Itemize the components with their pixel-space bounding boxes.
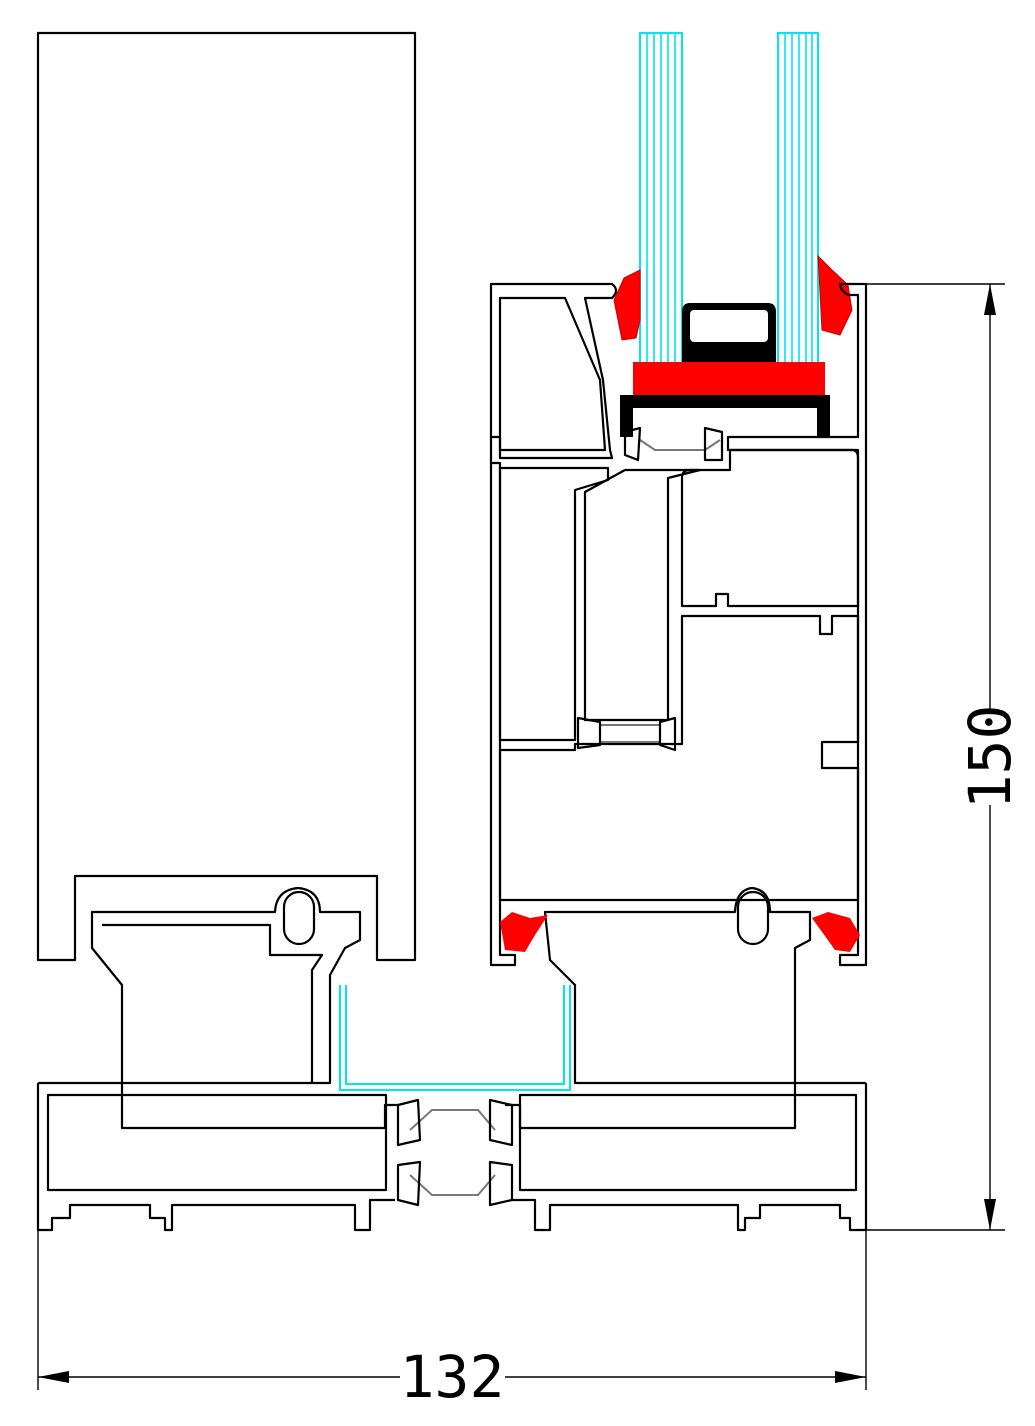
sash-chamber-right-top [680,448,860,608]
sill-insert [339,985,571,1091]
glass-pane-outer [777,32,819,364]
height-dimension: 150 [866,283,1024,1231]
track-chamber-right [518,1093,858,1192]
width-dimension: 132 [37,1230,867,1411]
left-sash-inner [102,923,324,1083]
left-panel-outline [36,31,417,962]
sash-frame-outline [489,282,868,967]
sash-bottom-rail [543,886,812,1085]
width-dimension-label: 132 [400,1343,505,1411]
thermal-break-upper [639,439,721,451]
glazing-bead-base [620,395,830,437]
left-sash-bottom-rail [90,886,362,1085]
setting-block [633,362,825,395]
sash-chamber-right-mid [498,614,860,902]
sash-gasket-right [812,912,860,952]
height-dimension-label: 150 [956,705,1024,810]
sash-roller-slot [736,890,770,946]
glazing-gasket-left [613,269,641,341]
track-thermal-clips [396,1098,514,1207]
thermal-break-lower [600,724,660,743]
track-thermal-break [409,1109,496,1196]
sash-chamber-left [498,466,610,742]
glass-spacer-core [690,310,768,342]
sash-gasket-left [500,912,548,952]
glass-pane-inner [639,32,683,364]
left-roller-slot [282,890,316,946]
glazing-gasket-right [817,254,853,336]
bottom-track-outline [36,1081,868,1232]
thermal-break-lower-clips [576,716,677,752]
thermal-break-upper-clips [623,426,724,462]
sash-inner-chamber-upper [498,296,607,452]
track-chamber-left [46,1093,388,1192]
